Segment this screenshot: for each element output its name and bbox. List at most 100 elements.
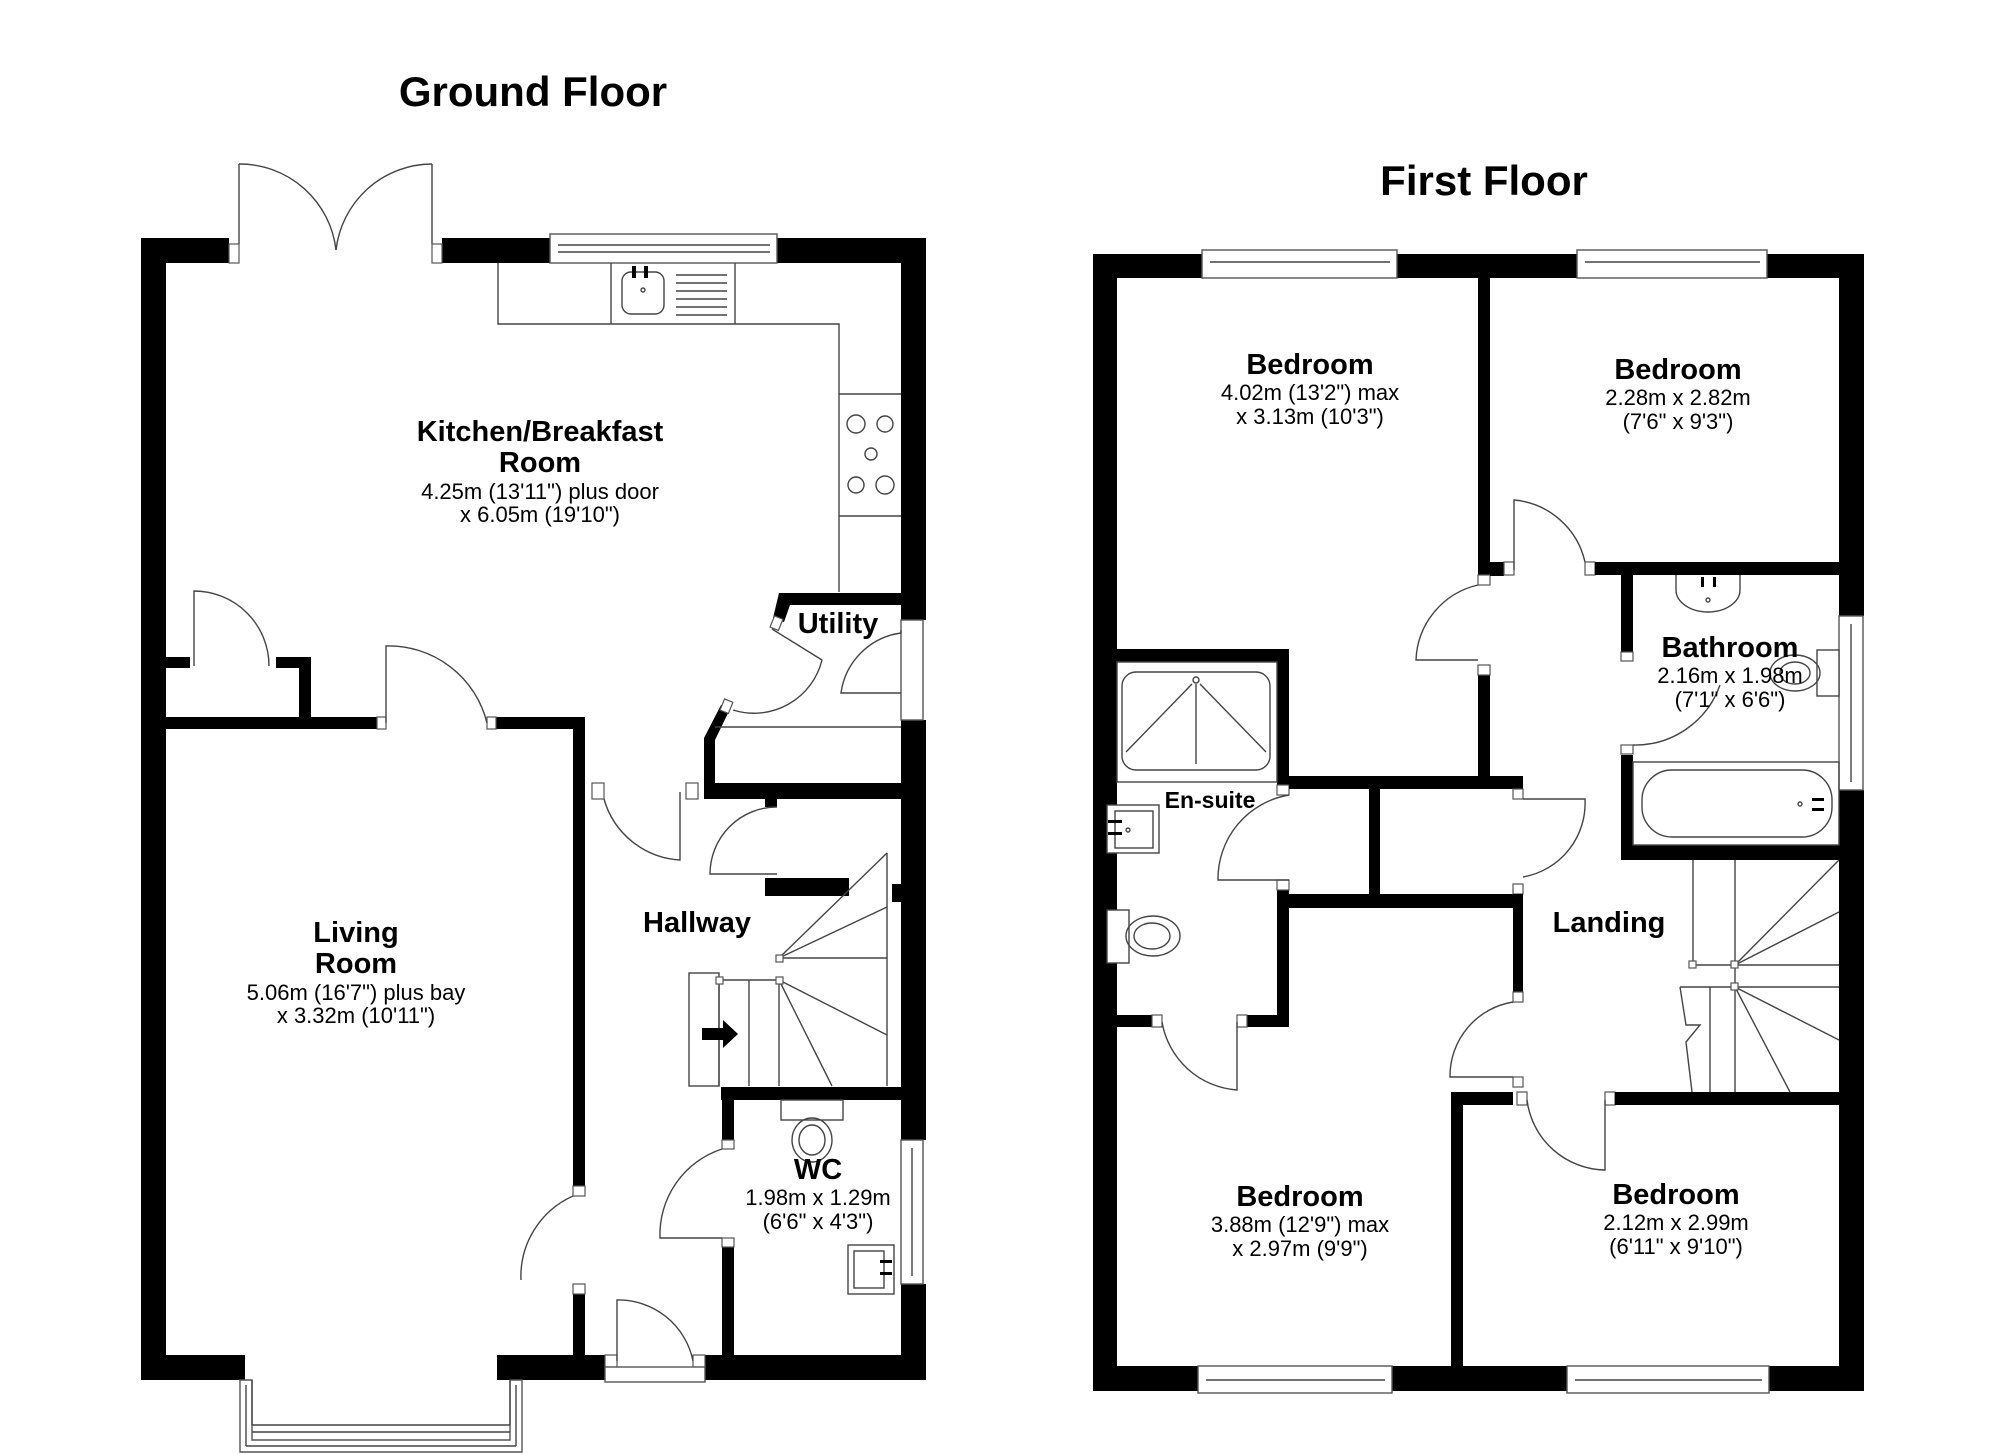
wall xyxy=(1839,254,1864,616)
wall xyxy=(765,799,777,807)
wall xyxy=(1093,1366,1198,1391)
room-label-hallway: Hallway xyxy=(643,907,751,939)
wall xyxy=(496,717,585,729)
wall xyxy=(773,593,901,622)
wall xyxy=(901,720,926,1140)
utility-door xyxy=(732,628,823,714)
wall xyxy=(276,657,311,668)
wall xyxy=(721,1087,901,1100)
ground-floor-title: Ground Floor xyxy=(398,68,668,115)
first-floor-title: First Floor xyxy=(1380,157,1588,204)
wall xyxy=(722,1100,734,1148)
hob xyxy=(846,414,895,495)
wall xyxy=(1490,562,1504,576)
wall xyxy=(1621,845,1839,860)
wall xyxy=(1621,575,1633,660)
room-label-kitchen: Kitchen/Breakfast Room 4.25m (13'11") pl… xyxy=(416,416,664,528)
wall xyxy=(892,884,901,902)
wc-door xyxy=(659,1148,723,1239)
bathroom-door xyxy=(1632,684,1721,746)
wall xyxy=(1451,1092,1463,1366)
kitchen-counter xyxy=(497,263,901,592)
hallway-living-door xyxy=(520,1195,574,1281)
bay-window xyxy=(239,1379,523,1453)
bedroom4-door xyxy=(1526,1099,1606,1171)
wall xyxy=(1513,894,1523,1001)
ensuite-toilet xyxy=(1106,909,1181,964)
wall xyxy=(704,705,730,783)
wall xyxy=(166,717,386,729)
wall xyxy=(1478,278,1490,575)
cupboard-door xyxy=(1522,798,1586,878)
pantry-door xyxy=(193,590,270,667)
wall xyxy=(497,1355,605,1380)
bedroom2-door xyxy=(1513,499,1586,570)
wall xyxy=(1769,1366,1864,1391)
wall xyxy=(1839,790,1864,1391)
room-label-bedroom-3: Bedroom 3.88m (12'9") max x 2.97m (9'9") xyxy=(1210,1181,1390,1262)
wall xyxy=(573,717,585,1196)
bedroom1-door xyxy=(1415,584,1479,661)
front-door xyxy=(604,1299,706,1383)
cupboard-door xyxy=(709,806,778,875)
window xyxy=(1576,249,1768,279)
wall xyxy=(1245,1015,1289,1027)
room-label-living-room: Living Room 5.06m (16'7") plus bay x 3.3… xyxy=(246,917,466,1029)
back-door xyxy=(840,630,902,694)
room-label-wc: WC 1.98m x 1.29m (6'6" x 4'3") xyxy=(745,1154,891,1235)
window xyxy=(549,233,778,264)
wall xyxy=(765,878,849,896)
room-label-landing: Landing xyxy=(1552,907,1666,939)
stairs-up-arrow xyxy=(702,1020,738,1048)
wall xyxy=(1463,1092,1513,1105)
ground-floor-plan xyxy=(141,163,926,1453)
wall xyxy=(1117,1015,1155,1027)
wall xyxy=(141,238,166,1380)
wall xyxy=(573,1284,585,1355)
kitchen-sink xyxy=(621,266,727,316)
wall xyxy=(1093,649,1289,662)
stairs xyxy=(688,852,888,1087)
shower xyxy=(1116,661,1278,783)
wc-toilet xyxy=(780,1099,844,1163)
wall xyxy=(1277,649,1289,795)
wall xyxy=(722,1246,734,1355)
room-label-utility: Utility xyxy=(797,608,879,640)
wall xyxy=(901,238,926,620)
ensuite-bedroom-door xyxy=(1161,1021,1238,1091)
living-door xyxy=(385,645,488,724)
bathroom-basin xyxy=(1675,575,1741,613)
wall xyxy=(299,657,311,717)
wall xyxy=(1289,894,1523,908)
room-label-en-suite: En-suite xyxy=(1164,787,1256,813)
room-label-bedroom-2: Bedroom 2.28m x 2.82m (7'6" x 9'3") xyxy=(1605,354,1751,435)
wall xyxy=(141,1355,245,1380)
wall xyxy=(1615,1092,1839,1105)
wall xyxy=(705,1355,926,1380)
wall xyxy=(1392,1366,1567,1391)
ensuite-door xyxy=(1217,794,1290,881)
bathroom-toilet xyxy=(1769,649,1840,697)
wall xyxy=(704,783,901,799)
wall xyxy=(1369,789,1380,894)
ensuite-basin xyxy=(1106,804,1160,854)
wall xyxy=(1277,880,1289,1025)
window xyxy=(1201,249,1398,279)
wc-basin xyxy=(847,1244,895,1295)
wall xyxy=(1397,254,1577,278)
room-label-bedroom-1: Bedroom 4.02m (13'2") max x 3.13m (10'3"… xyxy=(1220,349,1400,430)
window xyxy=(900,619,924,721)
wall xyxy=(1289,776,1523,789)
wall xyxy=(166,657,190,668)
wall xyxy=(442,238,550,263)
french-doors xyxy=(228,163,443,264)
room-label-bedroom-4: Bedroom 2.12m x 2.99m (6'11" x 9'10") xyxy=(1603,1179,1749,1260)
stairs xyxy=(1679,859,1840,1093)
bath xyxy=(1632,761,1840,846)
bedroom3-door xyxy=(1449,1001,1514,1078)
wall xyxy=(1595,562,1839,575)
room-label-bathroom: Bathroom 2.16m x 1.98m (7'1" x 6'6") xyxy=(1657,632,1803,713)
wall xyxy=(1621,755,1633,860)
first-floor-plan xyxy=(1093,249,1864,1394)
